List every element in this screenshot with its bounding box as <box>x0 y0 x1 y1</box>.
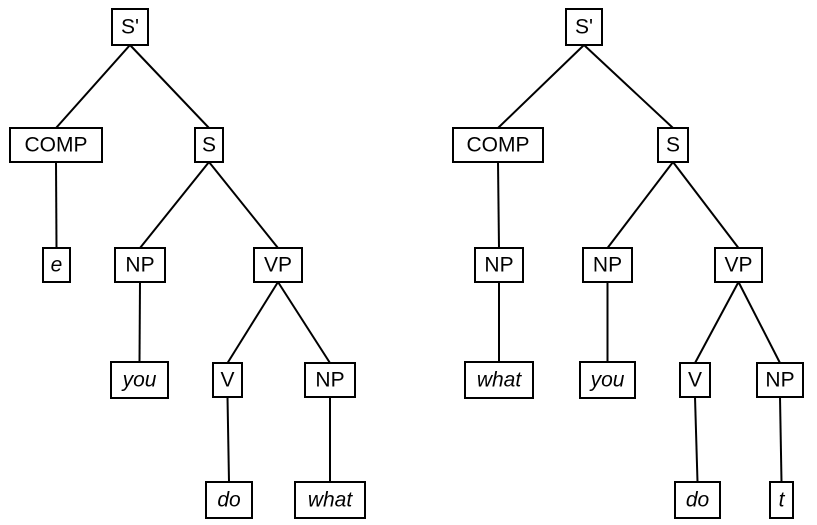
node-label: what <box>308 489 354 512</box>
branch-line-R0-R1 <box>497 44 585 129</box>
node-box <box>769 481 794 519</box>
tree-node-R8[interactable]: V <box>679 362 711 398</box>
node-box <box>579 361 636 399</box>
node-label: VP <box>724 254 752 277</box>
node-label: S <box>202 134 216 157</box>
node-label: S' <box>121 16 139 39</box>
node-box <box>110 361 169 399</box>
node-box <box>9 127 103 163</box>
node-label: e <box>51 254 63 277</box>
branch-line-L5-L8 <box>277 281 331 364</box>
branch-line-R2-R5 <box>672 161 740 249</box>
branch-line-R1-R3 <box>497 161 500 249</box>
node-box <box>304 362 356 398</box>
node-label: S <box>666 134 680 157</box>
tree-node-R1[interactable]: COMP <box>452 127 544 163</box>
tree-node-L3[interactable]: e <box>42 247 71 283</box>
branch-line-L1-L3 <box>55 161 58 249</box>
node-label: do <box>686 489 710 512</box>
branch-line-R0-R2 <box>583 44 674 129</box>
node-label: V <box>688 369 702 392</box>
node-label: t <box>779 489 786 512</box>
node-box <box>565 8 603 46</box>
tree-node-L2[interactable]: S <box>194 127 224 163</box>
node-box <box>474 247 524 283</box>
node-box <box>253 247 303 283</box>
node-box <box>674 481 721 519</box>
branch-line-R2-R4 <box>606 161 674 249</box>
branch-line-L7-L9 <box>226 396 230 483</box>
tree-node-R5[interactable]: VP <box>714 247 763 283</box>
tree-node-L0[interactable]: S' <box>111 8 149 46</box>
node-label: NP <box>765 369 794 392</box>
node-label: COMP <box>467 134 530 157</box>
node-label: VP <box>264 254 292 277</box>
branch-line-L0-L2 <box>129 44 210 129</box>
branch-line-L0-L1 <box>55 44 131 129</box>
node-label: you <box>589 369 625 392</box>
tree-node-L10[interactable]: what <box>294 481 366 519</box>
tree-node-R2[interactable]: S <box>657 127 689 163</box>
node-box <box>714 247 763 283</box>
branch-line-L2-L4 <box>139 161 210 249</box>
branch-line-L2-L5 <box>208 161 279 249</box>
tree-node-R10[interactable]: do <box>674 481 721 519</box>
branch-line-R5-R9 <box>737 281 781 364</box>
node-box <box>756 362 804 398</box>
node-label: you <box>121 369 157 392</box>
tree-node-L6[interactable]: you <box>110 361 169 399</box>
tree-node-R7[interactable]: you <box>579 361 636 399</box>
tree-node-R3[interactable]: NP <box>474 247 524 283</box>
branch-lines-layer <box>55 44 783 483</box>
node-label: S' <box>575 16 593 39</box>
tree-node-R4[interactable]: NP <box>582 247 633 283</box>
node-box <box>42 247 71 283</box>
node-box <box>679 362 711 398</box>
tree-node-L5[interactable]: VP <box>253 247 303 283</box>
node-label: V <box>220 369 234 392</box>
tree-node-L9[interactable]: do <box>205 481 253 519</box>
branch-line-R8-R10 <box>694 396 699 483</box>
node-box <box>582 247 633 283</box>
node-box <box>194 127 224 163</box>
node-box <box>657 127 689 163</box>
node-box <box>464 361 534 399</box>
tree-node-R11[interactable]: t <box>769 481 794 519</box>
branch-line-L5-L7 <box>226 281 279 364</box>
node-label: NP <box>315 369 344 392</box>
branch-line-L4-L6 <box>138 281 141 363</box>
node-box <box>111 8 149 46</box>
node-box <box>205 481 253 519</box>
node-label: do <box>217 489 241 512</box>
node-label: COMP <box>25 134 88 157</box>
tree-node-L7[interactable]: V <box>212 362 243 398</box>
node-box <box>294 481 366 519</box>
tree-node-L4[interactable]: NP <box>114 247 166 283</box>
node-label: NP <box>125 254 154 277</box>
node-box <box>212 362 243 398</box>
tree-node-L8[interactable]: NP <box>304 362 356 398</box>
node-label: NP <box>484 254 513 277</box>
node-box <box>114 247 166 283</box>
tree-node-R0[interactable]: S' <box>565 8 603 46</box>
node-box <box>452 127 544 163</box>
node-label: what <box>477 369 523 392</box>
branch-line-R9-R11 <box>779 396 783 483</box>
node-label: NP <box>593 254 622 277</box>
tree-node-L1[interactable]: COMP <box>9 127 103 163</box>
branch-line-R5-R8 <box>694 281 740 364</box>
tree-node-R6[interactable]: what <box>464 361 534 399</box>
tree-node-R9[interactable]: NP <box>756 362 804 398</box>
